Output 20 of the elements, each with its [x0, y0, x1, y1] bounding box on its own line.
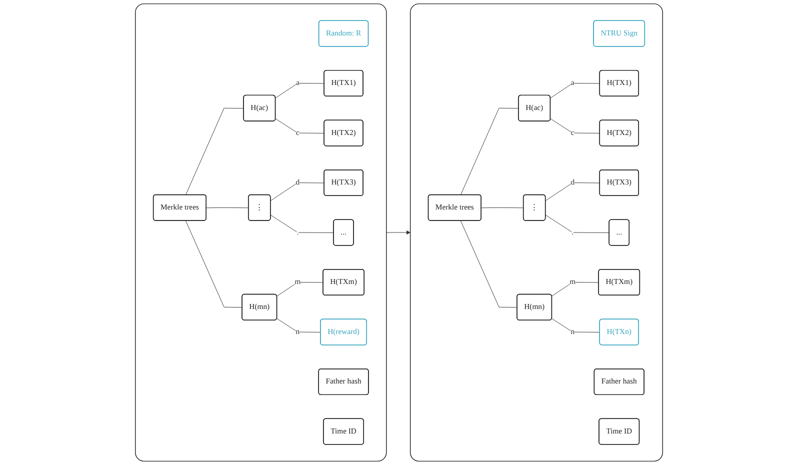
connector	[550, 83, 600, 98]
connector	[460, 220, 518, 308]
connector	[275, 83, 324, 98]
connector	[552, 318, 600, 332]
connector	[552, 282, 600, 296]
connector	[545, 214, 610, 233]
connector	[550, 118, 600, 134]
connector	[185, 108, 244, 196]
connector	[185, 220, 242, 308]
connector	[481, 207, 524, 208]
connector	[270, 214, 334, 233]
connector	[545, 182, 600, 201]
cluster	[135, 3, 387, 462]
connector	[206, 207, 249, 208]
cluster	[410, 3, 663, 462]
connector	[276, 318, 321, 332]
connector	[460, 108, 519, 196]
connector	[276, 282, 324, 296]
connector	[275, 118, 324, 134]
connector	[270, 182, 324, 201]
